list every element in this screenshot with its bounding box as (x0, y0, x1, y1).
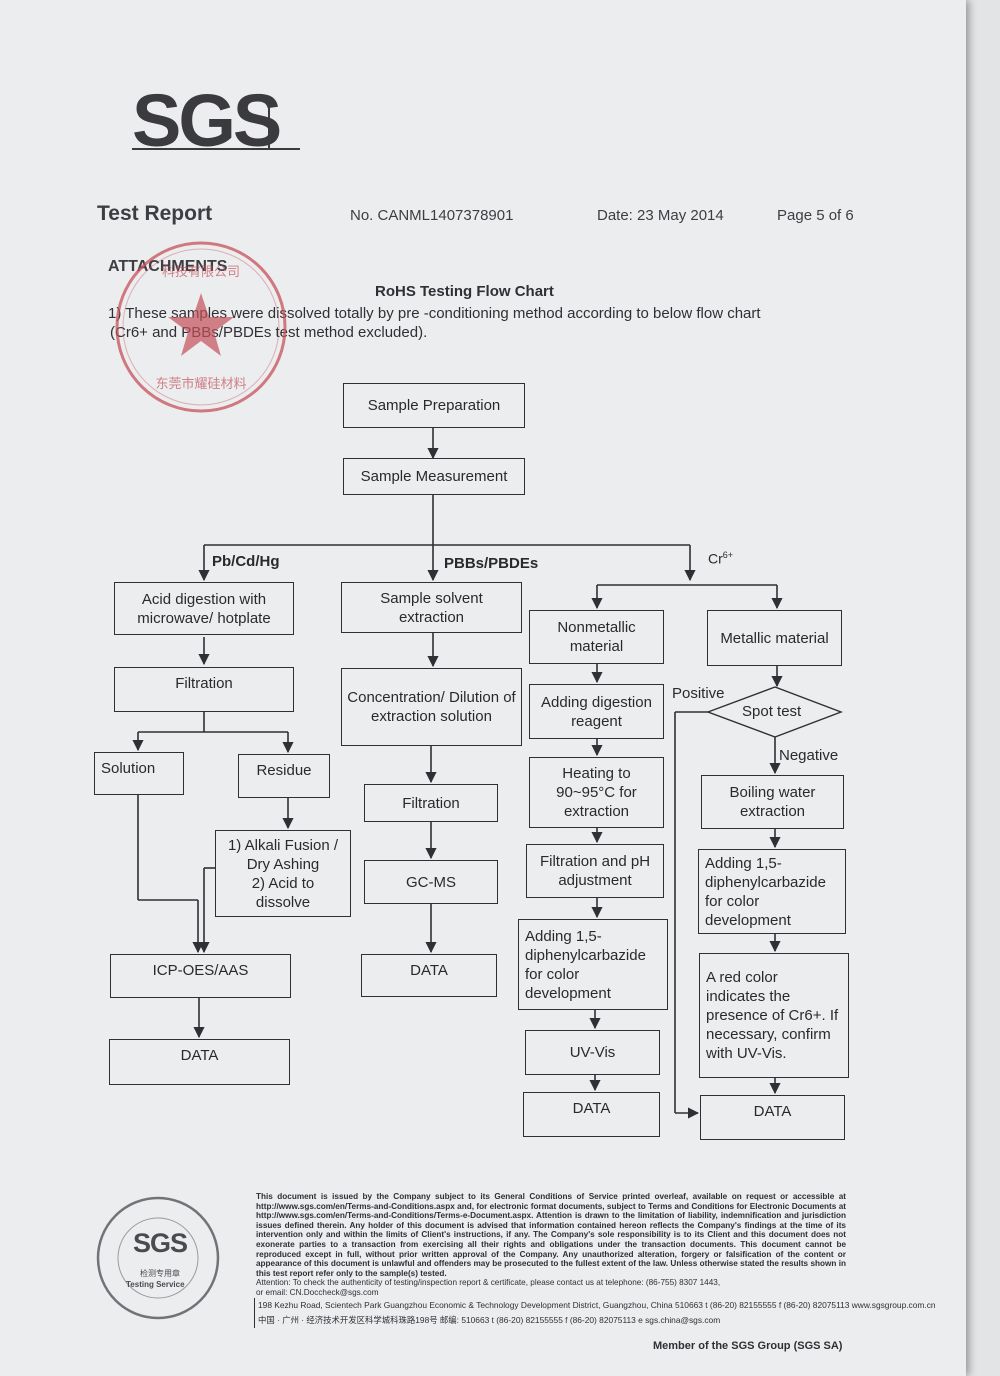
attention-text: Attention: To check the authenticity of … (256, 1278, 721, 1288)
chart-title: RoHS Testing Flow Chart (375, 283, 554, 300)
disclaimer-text: This document is issued by the Company s… (256, 1192, 846, 1278)
box-adding-dpc-1: Adding 1,5-diphenylcarbazide for color d… (518, 919, 668, 1010)
box-heating: Heating to 90~95°C for extraction (529, 757, 664, 828)
logo-underline (132, 148, 300, 150)
box-uv-vis: UV-Vis (525, 1030, 660, 1075)
box-filtration-1: Filtration (114, 667, 294, 712)
red-color-line-5: with UV-Vis. (706, 1045, 787, 1062)
document-page: SGS Test Report No. CANML1407378901 Date… (0, 0, 966, 1376)
alkali-line-4: dissolve (255, 893, 311, 911)
label-positive: Positive (672, 685, 725, 702)
email-text: or email: CN.Doccheck@sgs.com (256, 1287, 379, 1297)
seal-line-2: Testing Service (126, 1280, 185, 1289)
box-filtration-ph: Filtration and pH adjustment (526, 844, 664, 898)
box-data-1: DATA (109, 1039, 290, 1085)
report-date: Date: 23 May 2014 (597, 207, 724, 224)
address-english: 198 Kezhu Road, Scientech Park Guangzhou… (258, 1300, 936, 1310)
red-color-line-2: indicates the (706, 988, 791, 1005)
flow-connectors (132, 428, 843, 1119)
alkali-line-1: 1) Alkali Fusion / (227, 836, 339, 854)
alkali-line-2: Dry Ashing (246, 855, 320, 873)
report-title: Test Report (97, 202, 213, 225)
box-concentration-dilution: Concentration/ Dilution of extraction so… (341, 668, 522, 746)
intro-line-1: 1) These samples were dissolved totally … (108, 305, 761, 322)
box-solution: Solution (94, 752, 184, 795)
red-color-line-1: A red color (706, 969, 778, 986)
box-acid-digestion: Acid digestion with microwave/ hotplate (114, 582, 294, 635)
company-seal-stamp: 东莞市耀硅材料 科技有限公司 (115, 241, 287, 413)
box-sample-measurement: Sample Measurement (343, 458, 525, 495)
logo-divider (268, 96, 270, 150)
svg-text:东莞市耀硅材料: 东莞市耀硅材料 (155, 376, 246, 392)
red-color-line-4: necessary, confirm (706, 1026, 831, 1043)
box-sample-preparation: Sample Preparation (343, 383, 525, 428)
box-data-2: DATA (361, 954, 497, 997)
box-sample-solvent-extraction: Sample solvent extraction (341, 582, 522, 633)
seal-line-1: 检测专用章 (140, 1269, 180, 1278)
box-adding-digestion-reagent: Adding digestion reagent (529, 684, 664, 739)
sgs-logo: SGS (132, 79, 282, 162)
box-filtration-2: Filtration (364, 784, 498, 822)
box-alkali-fusion: 1) Alkali Fusion / Dry Ashing 2) Acid to… (215, 830, 351, 917)
member-of-sgs-group: Member of the SGS Group (SGS SA) (653, 1340, 843, 1352)
testing-service-seal (96, 1196, 220, 1320)
label-negative: Negative (779, 747, 839, 764)
box-nonmetallic-material: Nonmetallic material (529, 610, 664, 664)
diamond-spot-test: Spot test (742, 703, 802, 720)
branch-label-pb-cd-hg: Pb/Cd/Hg (212, 553, 280, 570)
box-residue: Residue (238, 754, 330, 798)
box-boiling-water: Boiling water extraction (701, 775, 844, 829)
box-metallic-material: Metallic material (707, 610, 842, 666)
box-red-color-note: A red color indicates the presence of Cr… (699, 953, 849, 1078)
box-adding-dpc-2: Adding 1,5-diphenylcarbazide for color d… (698, 849, 846, 934)
seal-logo: SGS (133, 1228, 188, 1258)
box-gc-ms: GC-MS (364, 860, 498, 904)
svg-text:科技有限公司: 科技有限公司 (162, 265, 240, 280)
address-divider (254, 1298, 255, 1328)
footer-disclaimer: This document is issued by the Company s… (256, 1192, 846, 1298)
page-number: Page 5 of 6 (777, 207, 854, 224)
box-icp-oes-aas: ICP-OES/AAS (110, 954, 291, 998)
branch-label-cr6: Cr6+ (708, 550, 734, 567)
box-data-4: DATA (700, 1095, 845, 1140)
address-chinese: 中国 · 广州 · 经济技术开发区科学城科珠路198号 邮编: 510663 t… (258, 1315, 721, 1325)
branch-label-pbbs-pbdes: PBBs/PBDEs (444, 555, 539, 572)
red-color-line-3: presence of Cr6+. If (706, 1007, 839, 1024)
report-number: No. CANML1407378901 (350, 207, 514, 224)
box-data-3: DATA (523, 1092, 660, 1137)
alkali-line-3: 2) Acid to (251, 874, 315, 892)
